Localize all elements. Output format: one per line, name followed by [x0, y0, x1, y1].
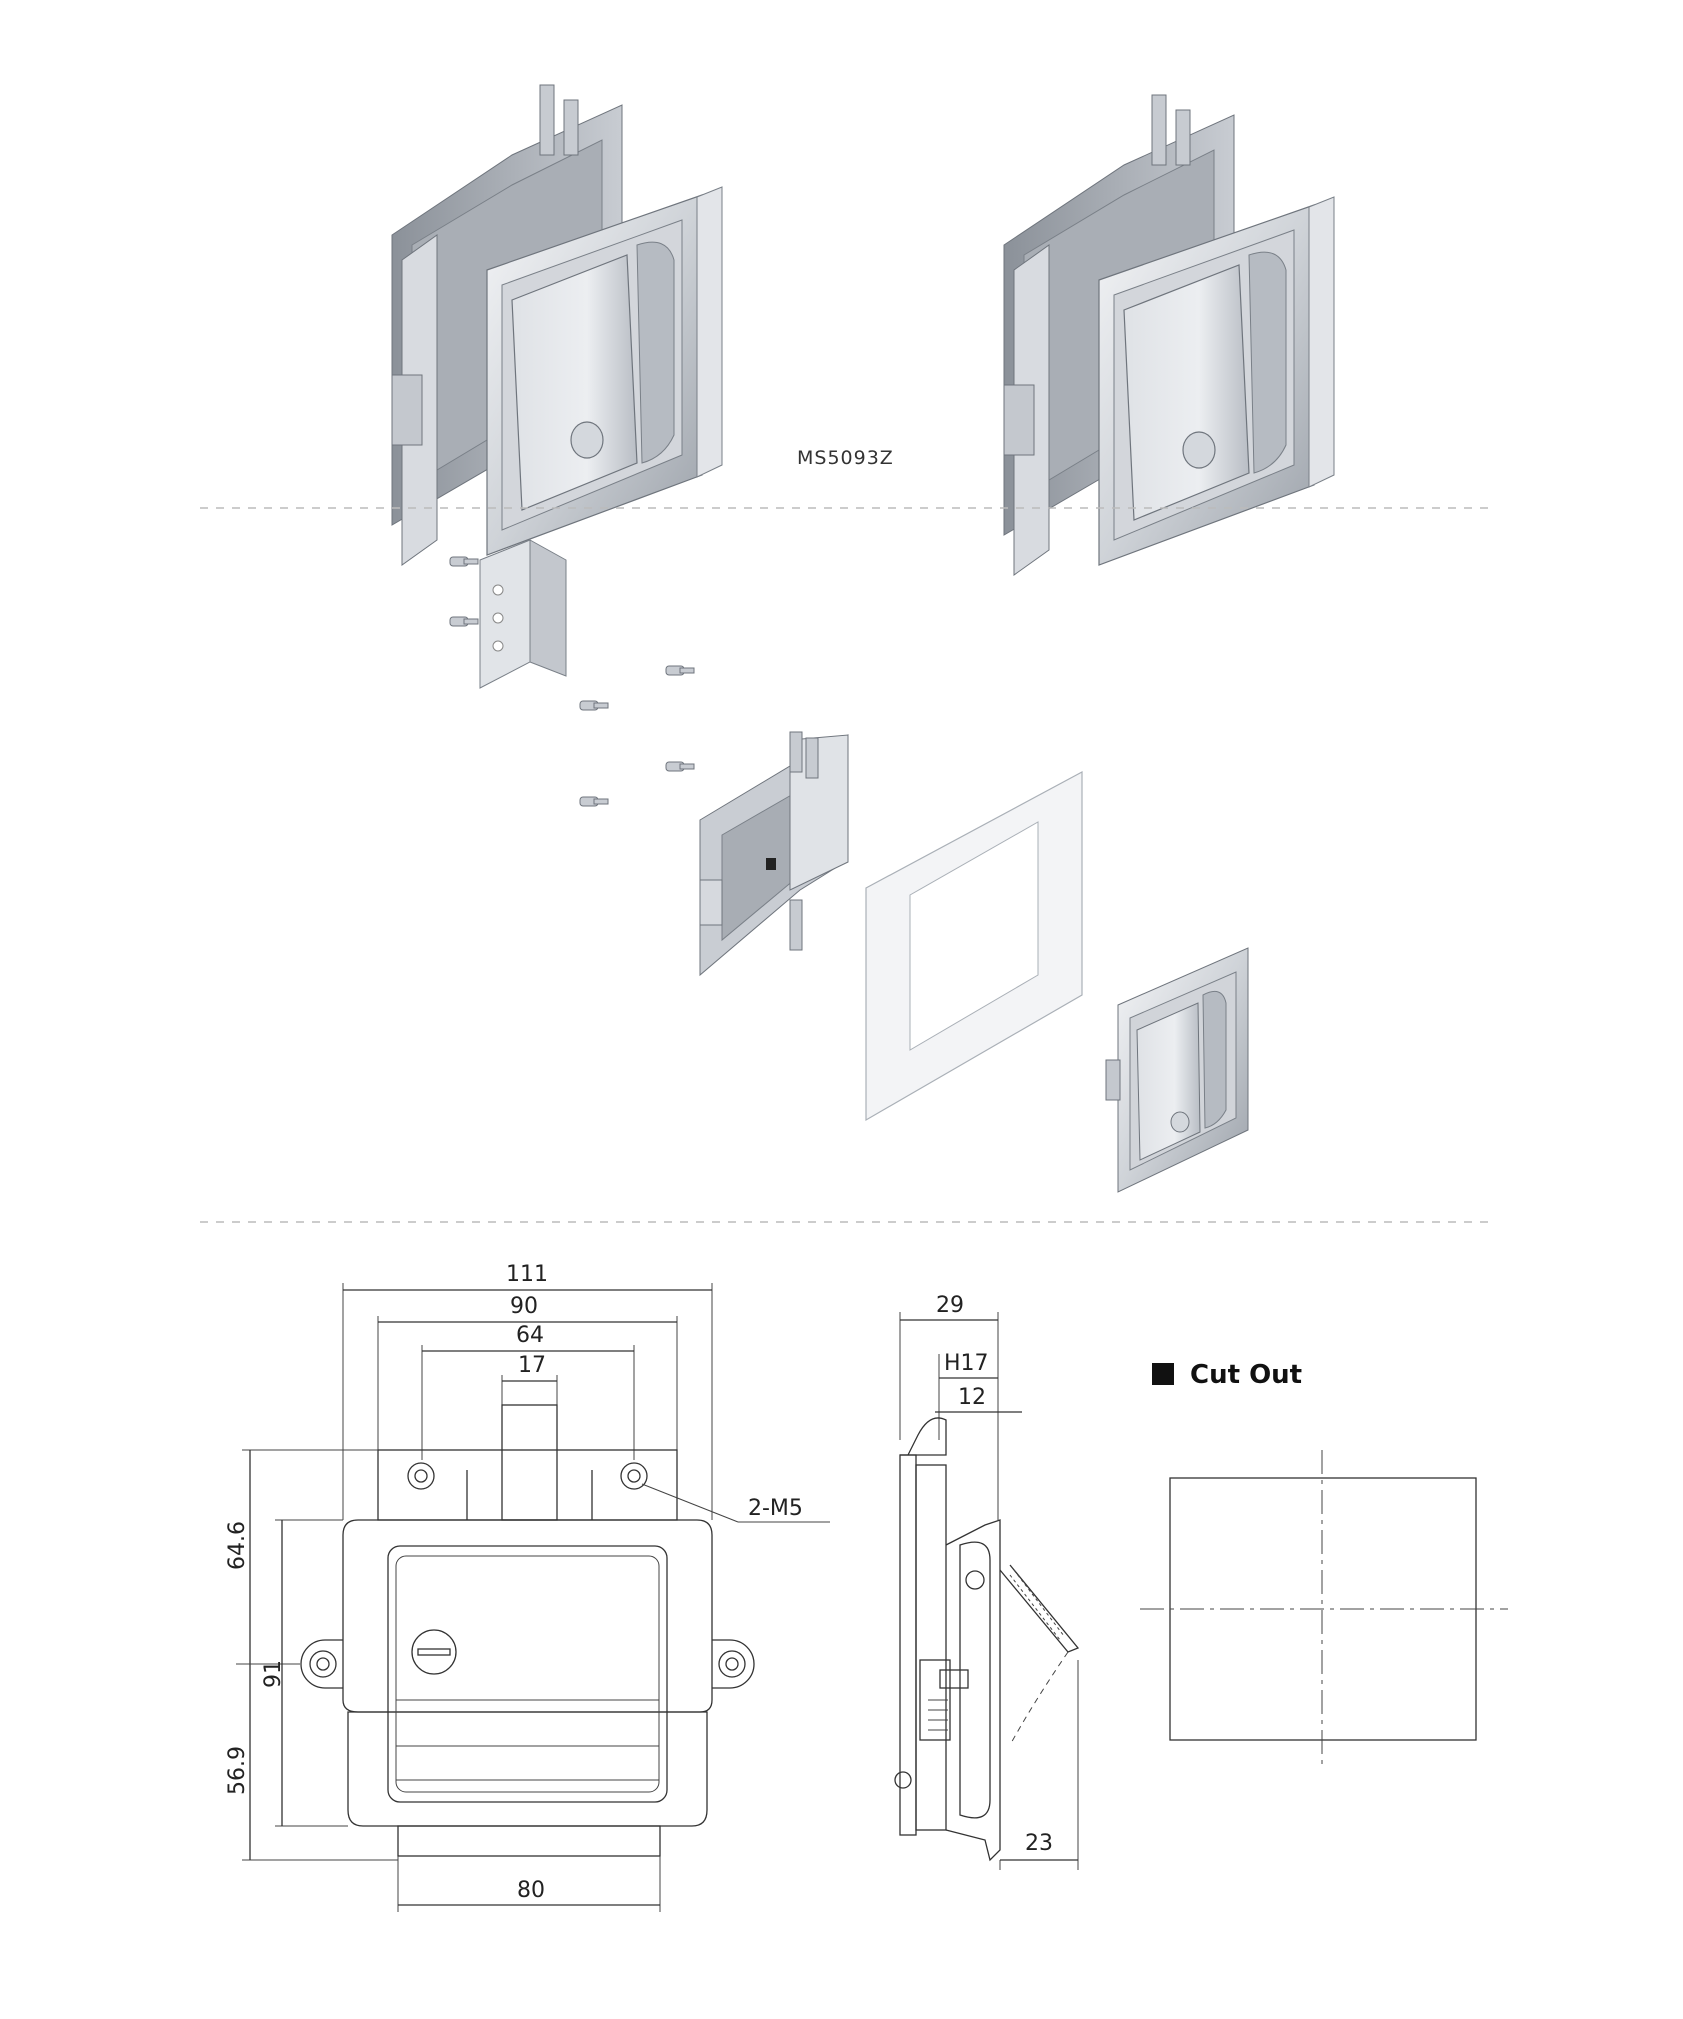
dim-29: 29 — [936, 1293, 964, 1318]
dim-111: 111 — [506, 1262, 548, 1287]
screws — [449, 556, 695, 807]
cutout-drawing: Cut Out — [1140, 1360, 1508, 1765]
dim-12: 12 — [958, 1385, 986, 1410]
exploded-view — [449, 539, 1249, 1193]
product-render-left — [391, 84, 723, 566]
dim-90: 90 — [510, 1294, 538, 1319]
dim-64: 64 — [516, 1323, 544, 1348]
product-render-right — [1003, 94, 1335, 576]
front-handle — [1105, 947, 1249, 1193]
dim-91: 91 — [261, 1660, 286, 1688]
model-code: MS5093Z — [797, 447, 894, 469]
dim-17: 17 — [518, 1353, 546, 1378]
mounting-bracket — [479, 539, 567, 689]
lock-mechanism — [699, 731, 849, 977]
dim-80: 80 — [517, 1878, 545, 1903]
side-view-drawing: 29 H17 12 23 — [894, 1293, 1080, 1870]
front-view-drawing: 111 90 64 17 2-M5 — [225, 1262, 830, 1912]
dim-23: 23 — [1025, 1831, 1053, 1856]
cutout-marker — [1152, 1363, 1174, 1385]
thread-label: 2-M5 — [748, 1496, 803, 1521]
dim-64-6: 64.6 — [225, 1521, 250, 1570]
dim-56-9: 56.9 — [225, 1746, 250, 1795]
cutout-title: Cut Out — [1190, 1360, 1302, 1390]
dim-H17: H17 — [944, 1351, 989, 1376]
gasket-plate — [865, 770, 1083, 1122]
